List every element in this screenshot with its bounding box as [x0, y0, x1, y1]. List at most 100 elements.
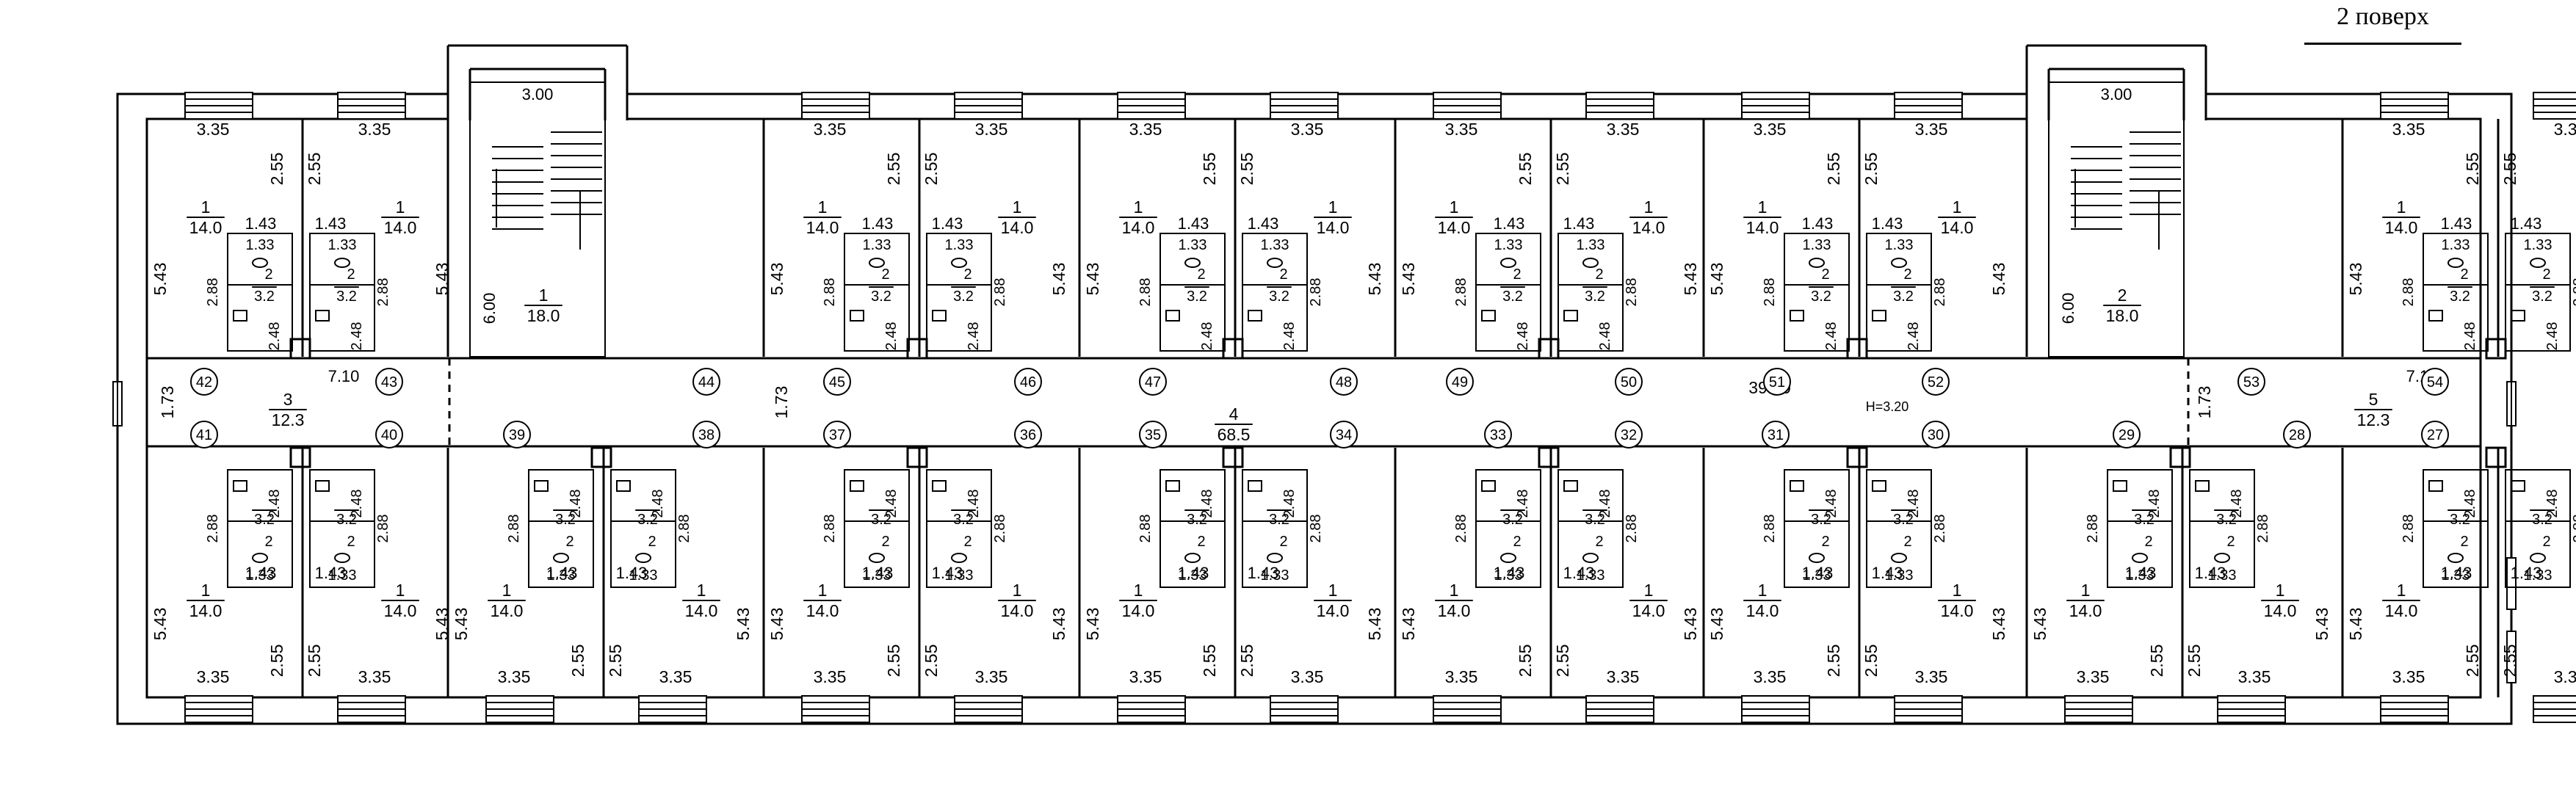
wc-outer-width: 1.43 [2195, 564, 2226, 582]
wc-outer-width: 1.43 [932, 564, 963, 582]
wc-outer-width: 1.43 [2125, 564, 2157, 582]
door-marker [1330, 368, 1358, 396]
wc-outer-width: 1.43 [862, 214, 894, 233]
door-marker [375, 368, 403, 396]
wc-area: 3.2 [1502, 288, 1523, 305]
room-number: 1 [1450, 197, 1459, 217]
wc-block [610, 469, 676, 588]
wc-outer-width: 1.43 [546, 564, 578, 582]
corridor-height: H=3.20 [1866, 399, 1909, 414]
toilet-icon [553, 553, 569, 563]
wc-outer-width: 1.43 [245, 564, 277, 582]
door-marker [1615, 421, 1643, 449]
wc-width: 1.33 [547, 567, 576, 584]
wc-outer-width: 1.43 [932, 214, 963, 233]
room-area: 14.0 [806, 218, 839, 237]
wc-area: 3.2 [254, 288, 275, 305]
wc-width: 1.33 [945, 237, 974, 253]
door-number: 38 [698, 427, 714, 443]
room-area: 14.0 [1438, 218, 1471, 237]
room-width: 3.35 [2392, 120, 2425, 139]
wc-width: 1.33 [1803, 567, 1831, 584]
wc-width: 1.33 [1885, 567, 1914, 584]
sink-icon [1790, 310, 1804, 322]
wc-inner: 2.48 [1823, 322, 1839, 351]
room-inner: 2.55 [2463, 645, 2482, 678]
toilet-icon [1891, 553, 1907, 563]
wc-width: 1.33 [2442, 237, 2470, 253]
wc-width: 1.33 [1885, 237, 1914, 253]
end-window [2506, 557, 2517, 610]
toilet-icon [1184, 258, 1201, 268]
wc-width: 1.33 [328, 567, 357, 584]
wc-area: 3.2 [1893, 288, 1914, 305]
room-depth: 5.43 [1989, 263, 2008, 296]
wc-block [1159, 469, 1226, 588]
wc-outer-width: 1.43 [862, 564, 894, 582]
toilet-icon [951, 258, 967, 268]
door-marker [1139, 421, 1167, 449]
room-area: 14.0 [1122, 601, 1155, 620]
wc-depth: 2.88 [1453, 278, 1469, 307]
wc-inner: 2.48 [1281, 490, 1298, 518]
door-number: 49 [1452, 374, 1468, 391]
sink-icon [1165, 310, 1180, 322]
wc-width: 1.33 [1261, 237, 1289, 253]
room-number: 1 [818, 581, 828, 600]
room-width: 3.35 [2077, 667, 2110, 686]
wc-block [926, 469, 992, 588]
title-underline [2304, 43, 2461, 45]
room-width: 3.35 [1915, 667, 1948, 686]
corridor-right-number: 5 [2369, 390, 2378, 409]
wc-inner: 2.48 [568, 490, 584, 518]
door-marker [2421, 421, 2449, 449]
room-number: 1 [2276, 581, 2285, 600]
room-number: 1 [2397, 581, 2406, 600]
door-number: 34 [1336, 427, 1352, 443]
wc-depth: 2.88 [2571, 278, 2576, 307]
door-number: 29 [2119, 427, 2135, 443]
room-inner: 2.55 [1200, 645, 1219, 678]
room-area: 14.0 [2385, 601, 2418, 620]
wc-area: 3.2 [1187, 512, 1207, 528]
corridor-left-area: 12.3 [272, 410, 305, 429]
door-number: 40 [381, 427, 397, 443]
room-inner: 2.55 [1516, 645, 1535, 678]
toilet-icon [951, 553, 967, 563]
room-inner: 2.55 [606, 645, 625, 678]
door-number: 31 [1768, 427, 1784, 443]
door-number: 43 [381, 374, 397, 391]
corridor-width: 1.73 [158, 386, 177, 419]
door-marker [1484, 421, 1512, 449]
stair-depth: 6.00 [2059, 293, 2077, 324]
room-width: 3.35 [1607, 120, 1640, 139]
room-width: 3.35 [358, 667, 391, 686]
sink-icon [1165, 480, 1180, 492]
wc-number: 2 [1197, 534, 1205, 550]
room-width: 3.35 [1445, 120, 1478, 139]
column [2485, 338, 2507, 360]
wc-inner: 2.48 [1906, 322, 1922, 351]
sink-icon [850, 480, 864, 492]
wc-depth: 2.88 [676, 515, 692, 543]
wc-number: 2 [2144, 534, 2152, 550]
wc-area: 3.2 [1811, 288, 1831, 305]
building-walls [116, 44, 2513, 725]
wc-block [1159, 233, 1226, 352]
room-width: 3.35 [358, 120, 391, 139]
door-number: 48 [1336, 374, 1352, 391]
wc-number: 2 [2460, 534, 2468, 550]
room-width: 3.35 [1129, 667, 1162, 686]
sink-icon [534, 480, 549, 492]
room-area: 14.0 [2069, 601, 2102, 620]
room-area: 14.0 [1941, 218, 1974, 237]
wc-outer-width: 1.43 [315, 564, 347, 582]
room-width: 3.35 [814, 120, 847, 139]
toilet-icon [1500, 258, 1516, 268]
room-width: 3.35 [659, 667, 692, 686]
wc-area: 3.2 [1187, 288, 1207, 305]
wc-block [926, 233, 992, 352]
door-number: 37 [829, 427, 845, 443]
room-inner: 2.55 [884, 153, 903, 186]
sink-icon [1248, 480, 1262, 492]
